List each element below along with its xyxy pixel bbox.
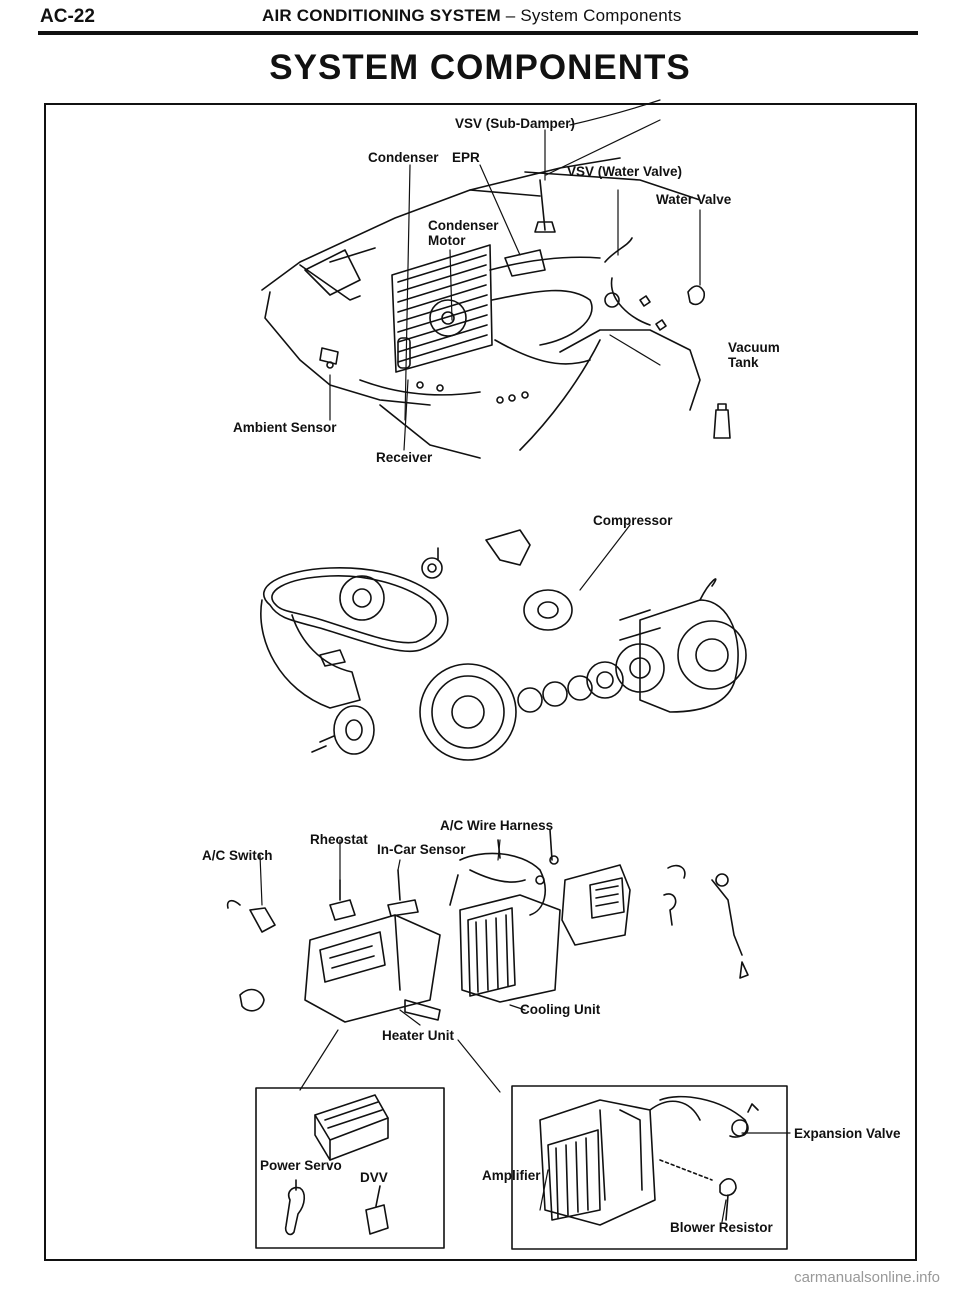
label-rheostat: Rheostat [310, 832, 368, 847]
page-header: AC-22 AIR CONDITIONING SYSTEM – System C… [0, 0, 960, 40]
header-rule [38, 31, 918, 35]
label-in-car-sensor: In-Car Sensor [377, 842, 466, 857]
label-ac-wire-harness: A/C Wire Harness [440, 818, 554, 833]
receiver-parts [319, 337, 731, 439]
leader-compressor [579, 524, 631, 591]
compressor-assembly [260, 529, 747, 761]
label-dvv: DVV [360, 1170, 388, 1185]
label-expansion-valve: Expansion Valve [794, 1126, 901, 1141]
label-vsv-water-valve: VSV (Water Valve) [567, 164, 683, 179]
label-condenser: Condenser [368, 150, 439, 165]
page-number: AC-22 [40, 6, 95, 27]
label-amplifier: Amplifier [482, 1168, 541, 1183]
page-title: SYSTEM COMPONENTS [269, 48, 691, 87]
label-vsv-sub-damper: VSV (Sub-Damper) [455, 116, 576, 131]
leader-lines-interior [259, 839, 526, 1093]
leader-lines-top [329, 99, 701, 451]
watermark: carmanualsonline.info [794, 1269, 940, 1286]
section-title: AIR CONDITIONING SYSTEM [262, 6, 501, 25]
label-epr: EPR [452, 150, 480, 165]
label-condenser-motor: Condenser Motor [428, 218, 499, 248]
label-power-servo: Power Servo [260, 1158, 342, 1173]
refrigerant-lines [359, 179, 706, 396]
subsection-title: – System Components [505, 6, 682, 25]
power-servo-parts [284, 1094, 389, 1236]
leader-lines-inset [539, 1132, 791, 1223]
inset-box-heater [255, 1087, 445, 1249]
label-heater-unit: Heater Unit [382, 1028, 455, 1043]
label-ambient-sensor: Ambient Sensor [233, 420, 337, 435]
label-ac-switch: A/C Switch [202, 848, 273, 863]
cooling-unit-inset-parts [539, 1095, 759, 1226]
label-water-valve: Water Valve [656, 192, 732, 207]
label-receiver: Receiver [376, 450, 433, 465]
condenser-core [391, 244, 493, 373]
car-body-outline [261, 157, 701, 459]
label-blower-resistor: Blower Resistor [670, 1220, 773, 1235]
inset-box-cooling [511, 1085, 788, 1250]
running-header: AIR CONDITIONING SYSTEM – System Compone… [262, 6, 682, 26]
label-cooling-unit: Cooling Unit [520, 1002, 601, 1017]
diagram-frame [44, 103, 917, 1261]
interior-components [226, 829, 749, 1023]
label-compressor: Compressor [593, 513, 673, 528]
label-vacuum-tank: Vacuum Tank [728, 340, 780, 370]
